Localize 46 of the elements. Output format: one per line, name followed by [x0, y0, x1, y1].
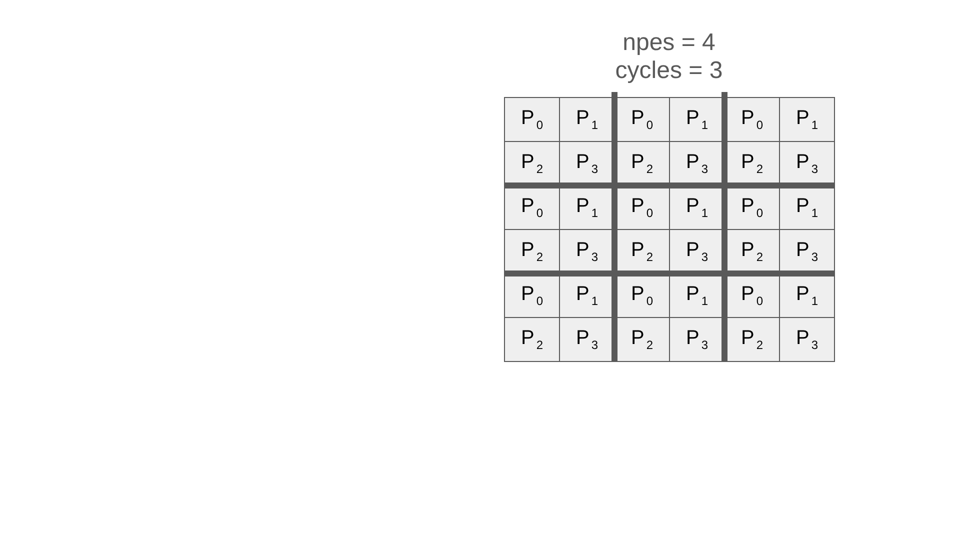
parameter-label: npes = 4: [622, 29, 716, 57]
processor-label: P$_{3}$: [686, 240, 708, 263]
processor-label: P$_{3}$: [796, 240, 818, 263]
grid-cell: [559, 317, 615, 362]
processor-label: P$_{0}$: [630, 284, 654, 307]
processor-label: P$_{2}$: [740, 240, 764, 263]
processor-label: P$_{0}$: [630, 108, 654, 131]
grid-cell: [669, 317, 725, 362]
grid-cell: [779, 317, 835, 362]
processor-label: P$_{0}$: [740, 108, 764, 131]
processor-label: P$_{2}$: [630, 152, 654, 175]
processor-label: P$_{1}$: [686, 196, 708, 219]
processor-label: P$_{0}$: [630, 196, 654, 219]
processor-label: P$_{3}$: [686, 328, 708, 351]
processor-label: P$_{1}$: [686, 108, 708, 131]
processor-label: P$_{1}$: [576, 108, 598, 131]
parameter-label: cycles = 3: [615, 57, 723, 85]
grid-cell: [779, 97, 835, 142]
grid-cell: [614, 317, 670, 362]
processor-label: P$_{0}$: [520, 108, 544, 131]
processor-label: P$_{1}$: [576, 196, 598, 219]
processor-label: P$_{0}$: [520, 196, 544, 219]
grid-cell: [504, 97, 560, 142]
processor-label: P$_{2}$: [630, 328, 654, 351]
processor-label: P$_{2}$: [520, 152, 544, 175]
processor-label: P$_{0}$: [740, 196, 764, 219]
processor-label: P$_{2}$: [520, 240, 544, 263]
processor-label: P$_{2}$: [740, 328, 764, 351]
processor-label: P$_{3}$: [686, 152, 708, 175]
processor-label: P$_{1}$: [576, 284, 598, 307]
processor-label: P$_{0}$: [520, 284, 544, 307]
processor-label: P$_{2}$: [520, 328, 544, 351]
processor-label: P$_{3}$: [796, 328, 818, 351]
processor-label: P$_{1}$: [686, 284, 708, 307]
processor-label: P$_{3}$: [576, 152, 598, 175]
processor-label: P$_{1}$: [796, 284, 818, 307]
processor-label: P$_{1}$: [796, 196, 818, 219]
processor-label: P$_{2}$: [740, 152, 764, 175]
processor-label: P$_{2}$: [630, 240, 654, 263]
processor-label: P$_{3}$: [576, 240, 598, 263]
grid-cell: [504, 317, 560, 362]
processor-label: P$_{0}$: [740, 284, 764, 307]
grid-cell: [724, 317, 780, 362]
processor-label: P$_{1}$: [796, 108, 818, 131]
processor-label: P$_{3}$: [796, 152, 818, 175]
processor-label: P$_{3}$: [576, 328, 598, 351]
